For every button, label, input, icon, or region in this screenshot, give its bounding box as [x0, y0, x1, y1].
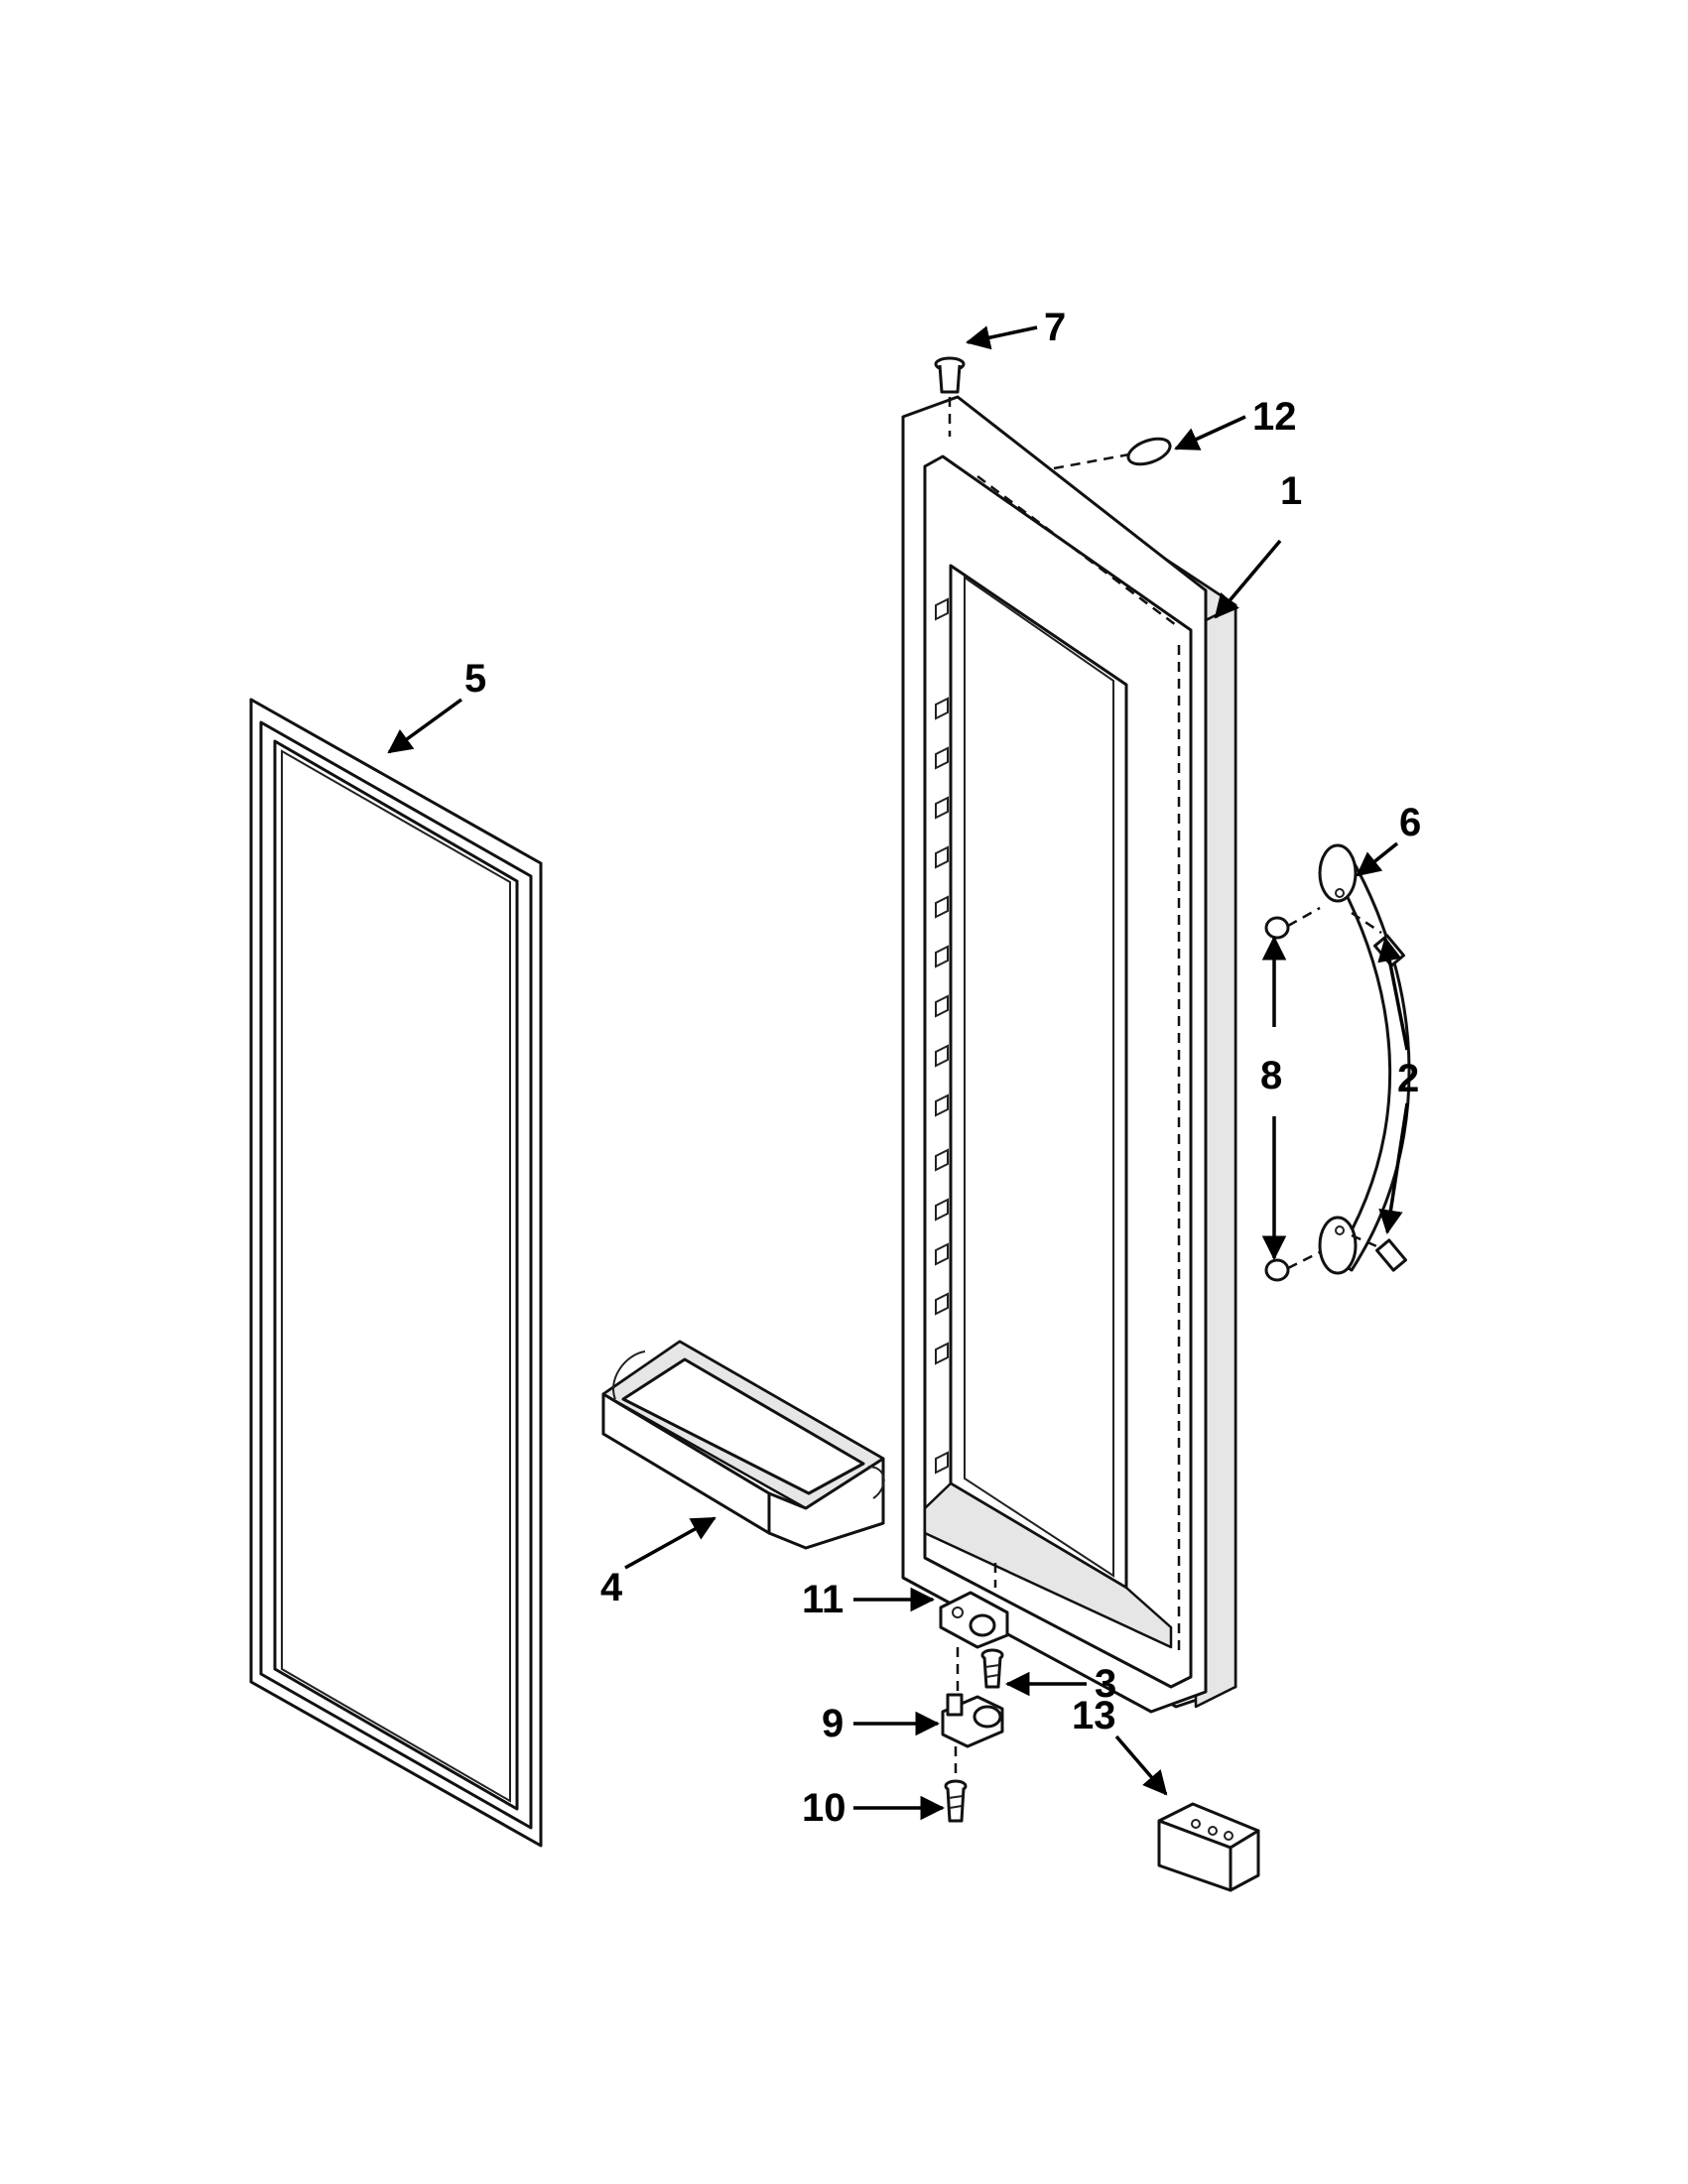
callout-6: 6: [1399, 801, 1421, 844]
hinge-bracket: [1157, 1802, 1260, 1892]
leader-arrows: [387, 325, 1409, 1821]
callout-4: 4: [600, 1566, 623, 1609]
refrigerator-door: [901, 395, 1237, 1714]
callout-1: 1: [1280, 469, 1302, 513]
handle-spacers: [1264, 906, 1321, 1282]
hinge-plate: [939, 1563, 1009, 1702]
callout-2: 2: [1397, 1057, 1419, 1100]
hinge-screw: [980, 1648, 1004, 1689]
door-handle: [1318, 843, 1411, 1275]
hinge-screw-bottom: [944, 1779, 968, 1823]
bottom-hinge: [941, 1693, 1004, 1781]
callout-7: 7: [1044, 306, 1066, 349]
callout-3: 3: [1095, 1662, 1116, 1706]
shelf-retainers: [935, 597, 949, 1475]
callout-5: 5: [464, 657, 486, 701]
door-bin: [601, 1340, 885, 1550]
callout-12: 12: [1252, 395, 1297, 439]
hinge-bushing: [934, 356, 966, 437]
callout-13: 13: [1072, 1694, 1116, 1737]
callout-9: 9: [822, 1702, 844, 1745]
door-gasket: [249, 698, 543, 1848]
hole-plug: [1053, 437, 1172, 470]
callout-11: 11: [802, 1578, 844, 1621]
callout-8: 8: [1260, 1054, 1282, 1097]
callout-10: 10: [802, 1786, 846, 1830]
callout-labels: 7 12 1 5 6 2 8 4 11 3 13 9 10: [464, 306, 1421, 1830]
